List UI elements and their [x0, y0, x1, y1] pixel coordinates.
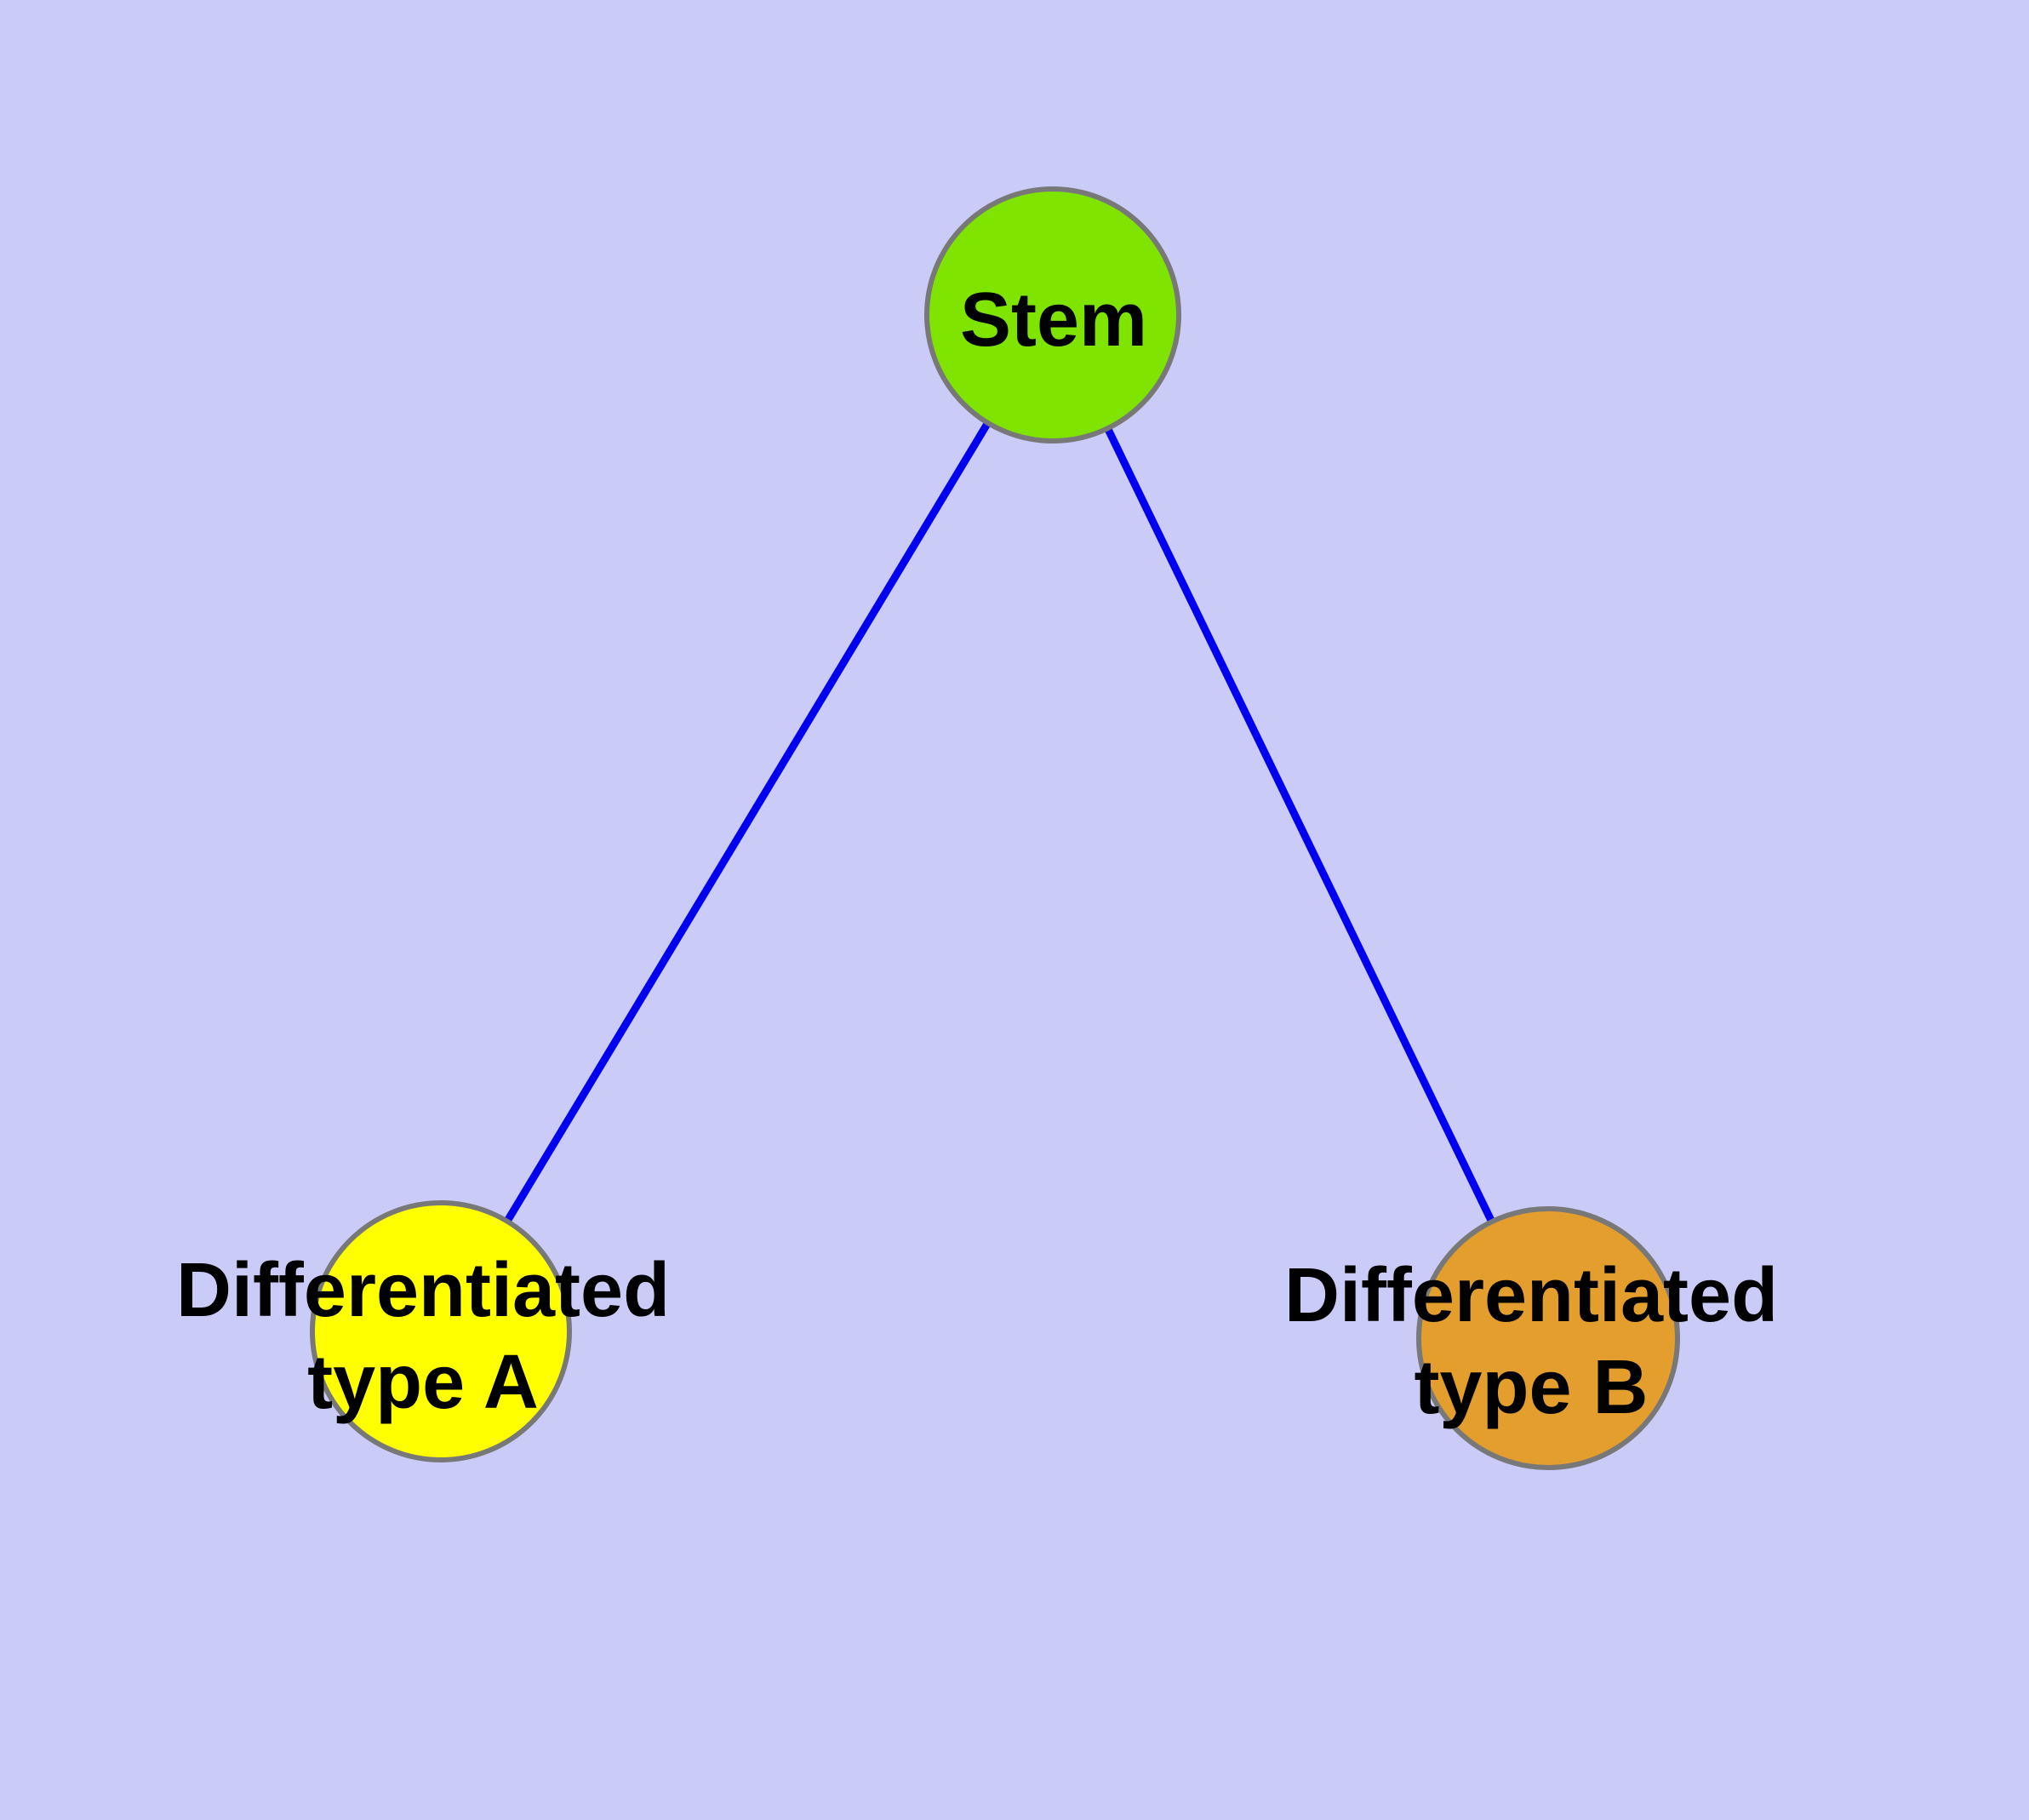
edge-stem-to-type-b[interactable] [1049, 313, 1552, 1340]
node-type-a-circle[interactable] [310, 1200, 572, 1462]
edge-stem-to-type-a[interactable] [437, 312, 1056, 1334]
node-stem-circle[interactable] [924, 186, 1181, 444]
node-type-b-circle[interactable] [1416, 1206, 1680, 1470]
